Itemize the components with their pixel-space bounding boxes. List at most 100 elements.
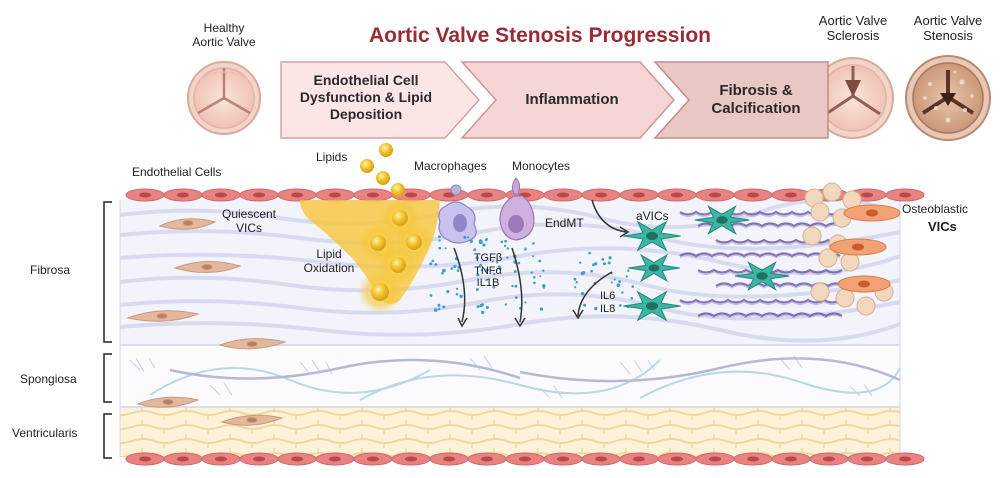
stage-arrow-3 bbox=[653, 61, 829, 139]
cytokine-dot bbox=[532, 242, 535, 245]
quiescent-vic-cells bbox=[126, 218, 287, 426]
osteoblastic-vics-label-line2: VICs bbox=[928, 219, 957, 234]
cytokine-dot bbox=[616, 283, 621, 288]
cytokine-dot bbox=[429, 262, 433, 266]
cytokine-dot bbox=[478, 239, 483, 243]
calcification-nodules bbox=[802, 182, 894, 316]
endothelial-cell bbox=[885, 188, 925, 202]
cytokine-dot bbox=[631, 285, 634, 288]
cytokine-dot bbox=[442, 305, 446, 309]
cytokine-dot bbox=[573, 277, 577, 281]
avic-cell bbox=[628, 253, 680, 283]
cytokine-dot bbox=[618, 304, 622, 307]
cytokine-dot bbox=[463, 235, 467, 239]
cytokine-dot bbox=[469, 239, 473, 243]
cytokine-dot bbox=[580, 292, 585, 296]
cytokine-dot bbox=[514, 284, 518, 288]
ventricularis-layer bbox=[120, 407, 900, 457]
cytokine-dot bbox=[482, 243, 486, 247]
endothelial-cell bbox=[657, 452, 697, 466]
cytokine-dot bbox=[492, 285, 496, 289]
cytokine-dot bbox=[607, 261, 611, 265]
stage-arrow-2 bbox=[460, 61, 676, 139]
endothelial-cell bbox=[505, 452, 545, 466]
lipid-oxidation-plaque bbox=[300, 198, 440, 314]
endothelial-cell bbox=[239, 188, 279, 202]
cytokine-dot bbox=[539, 275, 542, 278]
cytokine-dot bbox=[630, 296, 634, 300]
cytokine-dot bbox=[429, 294, 433, 297]
cytokine-dot bbox=[455, 287, 459, 290]
collagen-fiber bbox=[679, 298, 841, 304]
endothelial-cell bbox=[543, 188, 583, 202]
lipid-droplets bbox=[360, 143, 405, 197]
endothelial-cell bbox=[543, 452, 583, 466]
osteoblastic-vic-cells bbox=[829, 204, 901, 293]
stage-label-fibrosis-calcification: Fibrosis & Calcification bbox=[711, 82, 801, 117]
spongiosa-fibers bbox=[129, 355, 901, 401]
endothelial-cell bbox=[201, 452, 241, 466]
monocytes-label: Monocytes bbox=[512, 159, 571, 173]
cytokine-dot bbox=[438, 307, 441, 311]
avic-cell bbox=[623, 220, 681, 252]
cytokines-il6-il8-label: IL6 IL8 bbox=[600, 290, 616, 315]
cytokine-dot bbox=[542, 284, 546, 288]
cytokine-dot bbox=[511, 284, 514, 288]
cytokine-dot bbox=[594, 306, 598, 311]
endothelial-cell bbox=[619, 452, 659, 466]
endothelial-cell bbox=[467, 452, 507, 466]
collagen-fiber-highlight bbox=[697, 315, 843, 319]
macrophage-cells bbox=[438, 184, 477, 244]
cytokine-dot bbox=[479, 263, 482, 267]
cytokine-dot bbox=[485, 306, 489, 309]
cytokine-dot bbox=[441, 271, 444, 275]
endothelial-cell bbox=[429, 452, 469, 466]
cytokine-dot bbox=[504, 239, 507, 243]
cytokine-dot bbox=[446, 290, 450, 294]
cytokine-dot bbox=[504, 303, 508, 306]
cytokine-dot bbox=[503, 244, 507, 248]
cytokines-tgfb-tnfa-il1b-label: TGFβ TNFα IL1B bbox=[473, 252, 503, 290]
endothelial-cell bbox=[885, 452, 925, 466]
cytokine-dot bbox=[485, 278, 488, 281]
cytokine-dot bbox=[475, 288, 479, 291]
endothelial-cell bbox=[163, 188, 203, 202]
endothelial-cell bbox=[733, 188, 773, 202]
stenosis-valve-label: Aortic Valve Stenosis bbox=[913, 13, 983, 43]
endothelial-cell bbox=[581, 452, 621, 466]
cytokine-dot bbox=[574, 286, 577, 289]
endothelial-cell bbox=[733, 452, 773, 466]
endothelial-cell bbox=[657, 188, 697, 202]
stenosis-valve-icon bbox=[905, 55, 991, 141]
cytokine-dot bbox=[442, 268, 446, 273]
lipid-oxidation-label: Lipid Oxidation bbox=[303, 247, 355, 275]
cytokine-dot bbox=[627, 269, 630, 272]
collagen-fiber bbox=[715, 238, 845, 244]
cytokine-dot bbox=[513, 270, 517, 273]
cytokine-dot bbox=[581, 271, 586, 275]
ventricularis-label: Ventricularis bbox=[12, 426, 78, 440]
cytokine-dot bbox=[437, 303, 441, 307]
endothelial-cell bbox=[429, 188, 469, 202]
cytokine-dot bbox=[542, 286, 546, 289]
cytokine-dot bbox=[610, 281, 613, 284]
calcification-nodule bbox=[840, 252, 860, 272]
cytokine-dot bbox=[532, 255, 535, 258]
cytokine-dot bbox=[497, 265, 501, 269]
signaling-arrows bbox=[453, 199, 630, 328]
cytokine-dot bbox=[489, 259, 492, 262]
endothelial-cell bbox=[239, 452, 279, 466]
cytokine-dot bbox=[476, 305, 480, 308]
endothelial-cell bbox=[125, 452, 165, 466]
cytokine-dot bbox=[530, 271, 533, 274]
cytokine-dot bbox=[506, 247, 509, 250]
cytokine-dot bbox=[438, 239, 441, 242]
endothelial-cell bbox=[809, 452, 849, 466]
cytokine-dot bbox=[450, 267, 454, 270]
lipids-label: Lipids bbox=[316, 150, 348, 164]
endothelial-cell bbox=[695, 188, 735, 202]
endothelial-cell bbox=[315, 452, 355, 466]
calcification-nodule bbox=[835, 288, 855, 308]
layer-brackets bbox=[103, 201, 112, 459]
